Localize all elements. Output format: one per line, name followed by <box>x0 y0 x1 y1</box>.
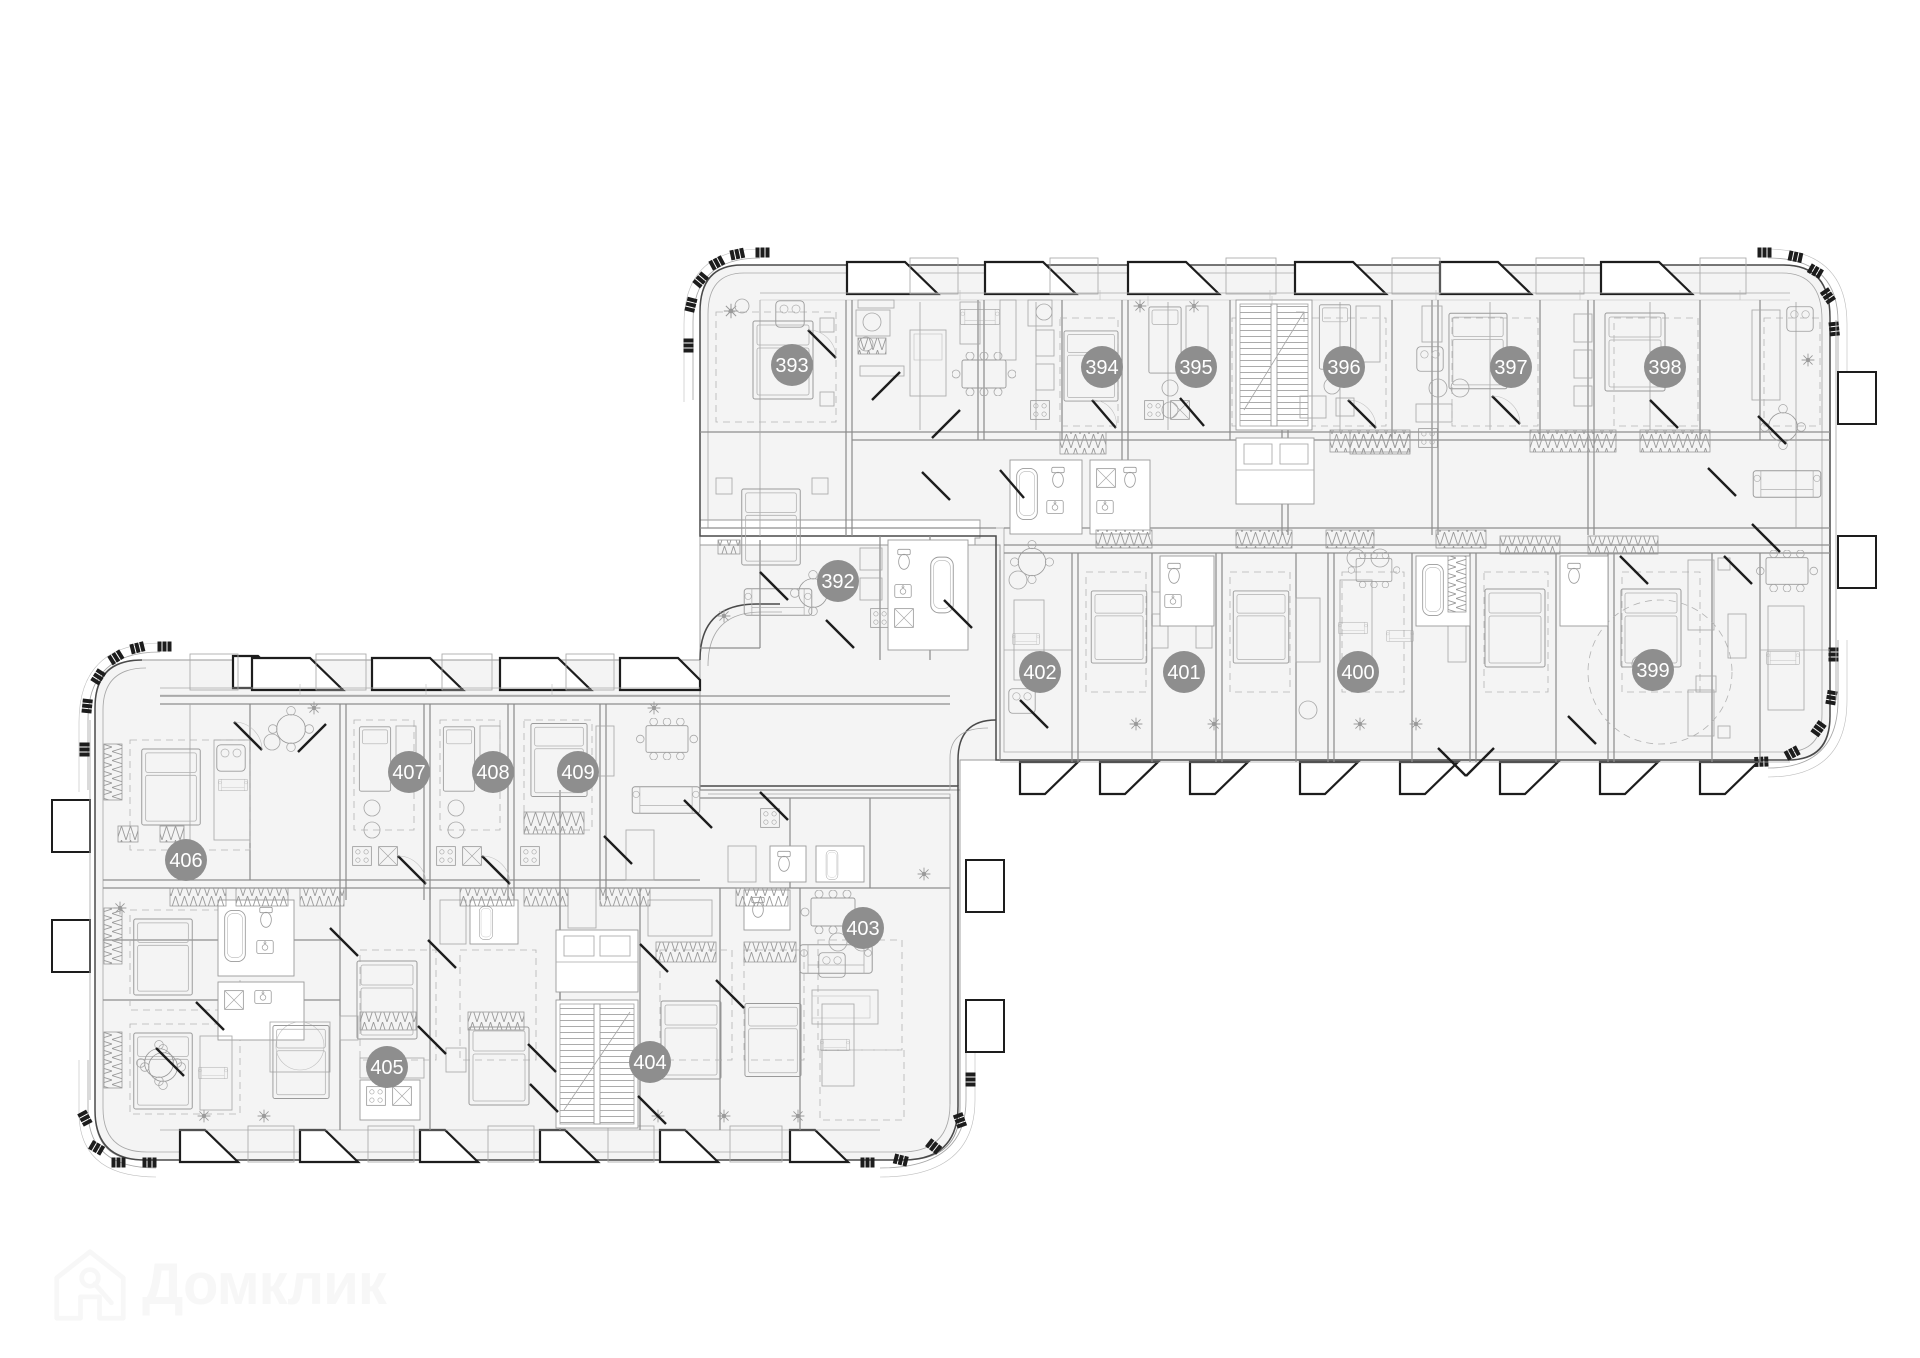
balconies-south <box>160 1125 880 1164</box>
apartment-badge-circle[interactable] <box>629 1041 671 1083</box>
apartment-badge-circle[interactable] <box>557 751 599 793</box>
apartment-badge-circle[interactable] <box>366 1046 408 1088</box>
middle-furniture <box>1008 529 1818 745</box>
apartment-badge-label: 402 <box>1023 662 1056 684</box>
apartment-badge-label: 409 <box>561 762 594 784</box>
apartment-badge-408[interactable]: 408 <box>472 751 514 793</box>
apartment-badge-393[interactable]: 393 <box>771 344 813 386</box>
apartment-badge-395[interactable]: 395 <box>1175 346 1217 388</box>
apartment-badge-label: 400 <box>1341 662 1374 684</box>
apartment-badge-405[interactable]: 405 <box>366 1046 408 1088</box>
door-arcs <box>233 329 1521 885</box>
door-swings <box>155 329 1787 1125</box>
apartment-badge-402[interactable]: 402 <box>1019 651 1061 693</box>
curved-facade-west-bottom <box>77 1060 157 1178</box>
balconies-west-inner <box>965 859 1005 1053</box>
apartment-badge-label: 406 <box>169 850 202 872</box>
apartment-badge-circle[interactable] <box>1490 346 1532 388</box>
apartment-badge-407[interactable]: 407 <box>388 751 430 793</box>
axis-ticks <box>1147 296 1273 306</box>
apartment-badge-392[interactable]: 392 <box>817 560 859 602</box>
apartment-badge-label: 398 <box>1648 357 1681 379</box>
apartment-badge-circle[interactable] <box>842 907 884 949</box>
apartment-badge-label: 401 <box>1167 662 1200 684</box>
apartment-badge-circle[interactable] <box>1081 346 1123 388</box>
curved-facade-west-top <box>78 641 172 792</box>
west-radiators <box>103 429 1467 1089</box>
apartment-badge-394[interactable]: 394 <box>1081 346 1123 388</box>
apartment-badge-397[interactable]: 397 <box>1490 346 1532 388</box>
apartment-badge-404[interactable]: 404 <box>629 1041 671 1083</box>
apartment-badge-label: 408 <box>476 762 509 784</box>
apartment-badge-circle[interactable] <box>1632 649 1674 691</box>
apartment-badge-circle[interactable] <box>165 839 207 881</box>
apartment-badge-label: 394 <box>1085 357 1118 379</box>
west-furniture <box>113 701 931 1123</box>
apartment-badge-label: 403 <box>846 918 879 940</box>
apartment-badge-401[interactable]: 401 <box>1163 651 1205 693</box>
window-marks <box>299 290 1741 696</box>
curved-facade-south-east <box>860 1040 976 1178</box>
balconies-west-top <box>160 653 702 696</box>
elevator-core-west <box>555 929 639 993</box>
apartment-badge-403[interactable]: 403 <box>842 907 884 949</box>
apartment-badge-label: 395 <box>1179 357 1212 379</box>
apartment-badge-label: 405 <box>370 1057 403 1079</box>
balconies-middle-south <box>1000 760 1790 796</box>
balconies-north <box>760 257 1790 301</box>
apartment-badge-circle[interactable] <box>472 751 514 793</box>
apartment-badge-label: 396 <box>1327 357 1360 379</box>
stair-core-north <box>1235 299 1313 431</box>
apartment-badge-circle[interactable] <box>771 344 813 386</box>
curved-facade-north-west <box>683 247 770 402</box>
apartment-badge-406[interactable]: 406 <box>165 839 207 881</box>
apartment-badge-label: 393 <box>775 355 808 377</box>
apartment-badge-circle[interactable] <box>1175 346 1217 388</box>
apartment-badge-circle[interactable] <box>1163 651 1205 693</box>
apartment-badge-396[interactable]: 396 <box>1323 346 1365 388</box>
apartment-badge-circle[interactable] <box>388 751 430 793</box>
apartment-badge-399[interactable]: 399 <box>1632 649 1674 691</box>
apartment-badge-circle[interactable] <box>1644 346 1686 388</box>
apartment-badge-label: 399 <box>1636 660 1669 682</box>
apartment-badge-circle[interactable] <box>1323 346 1365 388</box>
balconies-east <box>1835 320 1877 700</box>
apartment-badge-label: 392 <box>821 571 854 593</box>
apartment-badge-label: 397 <box>1494 357 1527 379</box>
apartment-badge-circle[interactable] <box>1019 651 1061 693</box>
apartment-badge-circle[interactable] <box>1337 651 1379 693</box>
apartment-badge-409[interactable]: 409 <box>557 751 599 793</box>
building-slab <box>94 264 1831 1161</box>
balconies-west-left <box>51 720 91 1100</box>
apartment-badge-398[interactable]: 398 <box>1644 346 1686 388</box>
apartment-badge-circle[interactable] <box>817 560 859 602</box>
stair-core-west <box>555 999 639 1129</box>
apartment-badge-400[interactable]: 400 <box>1337 651 1379 693</box>
apartment-number-badges[interactable]: 392 393 394 395 396 397 398 399 400 401 402 403 404 4… <box>165 344 1686 1088</box>
apartment-badge-label: 407 <box>392 762 425 784</box>
elevator-core-north <box>1235 437 1315 505</box>
apartment-badge-label: 404 <box>633 1052 666 1074</box>
